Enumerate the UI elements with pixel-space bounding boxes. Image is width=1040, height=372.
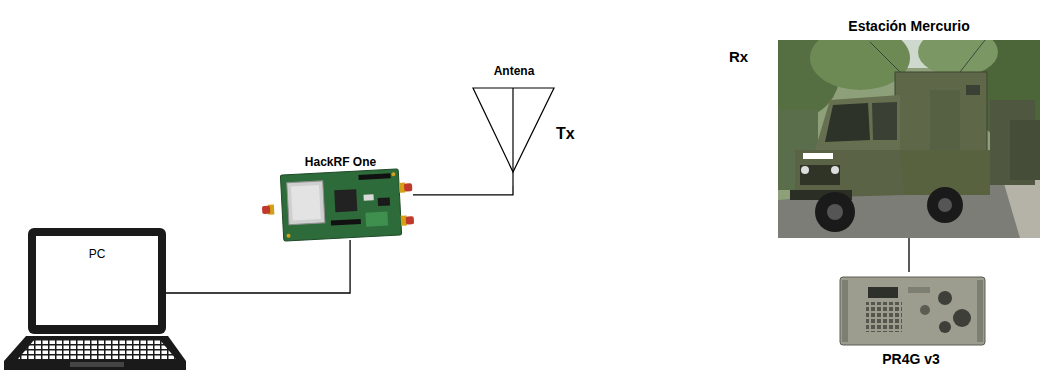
laptop-drawing-part xyxy=(70,362,124,367)
radio-drawing-part xyxy=(953,309,971,327)
laptop-drawing xyxy=(4,228,186,370)
port-label: Rx xyxy=(729,48,748,66)
vehicle-photo-part xyxy=(800,165,840,185)
vehicle-photo-part xyxy=(918,40,998,76)
radio-drawing xyxy=(840,277,985,345)
vehicle-photo-part xyxy=(1010,120,1040,180)
vehicle-photo-part xyxy=(815,192,855,232)
vehicle-photo-part xyxy=(960,40,985,72)
laptop-drawing-part xyxy=(4,336,186,370)
node-label: Estación Mercurio xyxy=(848,18,969,36)
laptop-drawing-part xyxy=(18,340,176,359)
hackrf-board-part xyxy=(291,185,321,220)
antenna-node: Antena xyxy=(468,62,560,186)
connector-line xyxy=(166,240,350,293)
vehicle-photo-part xyxy=(938,198,952,212)
sdr-board: HackRF One xyxy=(268,155,413,240)
hackrf-board-part xyxy=(404,183,412,191)
hackrf-board-part xyxy=(334,189,357,212)
node-label: HackRF One xyxy=(305,155,376,170)
vehicle-photo xyxy=(778,40,1040,238)
hackrf-board-part xyxy=(391,172,395,176)
node-label: PR4G v3 xyxy=(882,351,940,369)
hackrf-board-part xyxy=(262,206,270,214)
laptop-drawing-part xyxy=(36,236,158,325)
station-photo: Estación Mercurio xyxy=(778,14,1040,238)
hackrf-board-part xyxy=(378,197,390,206)
radio-node: PR4G v3 xyxy=(836,272,986,368)
hackrf-board-part xyxy=(365,212,388,227)
vehicle-photo-part xyxy=(831,166,839,174)
vehicle-photo-part xyxy=(825,103,870,142)
hackrf-board-part xyxy=(287,181,325,225)
radio-drawing-part xyxy=(938,291,952,305)
radio-drawing-part xyxy=(866,302,902,332)
computer-screen: PC xyxy=(28,228,166,334)
node-label: PC xyxy=(89,247,106,262)
port-label: Tx xyxy=(556,124,575,143)
radio-drawing-part xyxy=(868,287,898,298)
vehicle-photo-part xyxy=(803,153,833,159)
hackrf-board-part xyxy=(363,194,373,201)
vehicle-photo-part xyxy=(930,90,960,150)
vehicle-photo-part xyxy=(870,42,900,72)
hackrf-board-part xyxy=(280,169,401,241)
radio-drawing-part xyxy=(920,305,930,315)
hackrf-board-part xyxy=(331,219,361,226)
radio-drawing-part xyxy=(842,280,848,342)
hackrf-board-part xyxy=(358,173,390,180)
hackrf-board-part xyxy=(286,234,290,238)
laptop-drawing-part xyxy=(28,228,166,334)
radio-drawing-part xyxy=(977,280,983,342)
connector-line xyxy=(908,238,909,272)
connector-line xyxy=(413,186,513,195)
vehicle-photo-part xyxy=(927,187,963,223)
radio-drawing-part xyxy=(908,287,930,293)
vehicle-photo-part xyxy=(801,166,809,174)
vehicle-photo-part xyxy=(827,204,843,220)
vehicle-photo-part xyxy=(872,102,897,140)
vehicle-photo-part xyxy=(966,85,980,95)
node-label: Antena xyxy=(494,64,535,79)
antenna-symbol-part xyxy=(512,88,513,186)
antenna-symbol xyxy=(473,88,554,186)
hackrf-board xyxy=(260,168,414,242)
radio-drawing-part xyxy=(840,277,985,345)
hackrf-board-part xyxy=(406,216,414,224)
radio-drawing-part xyxy=(939,321,951,333)
